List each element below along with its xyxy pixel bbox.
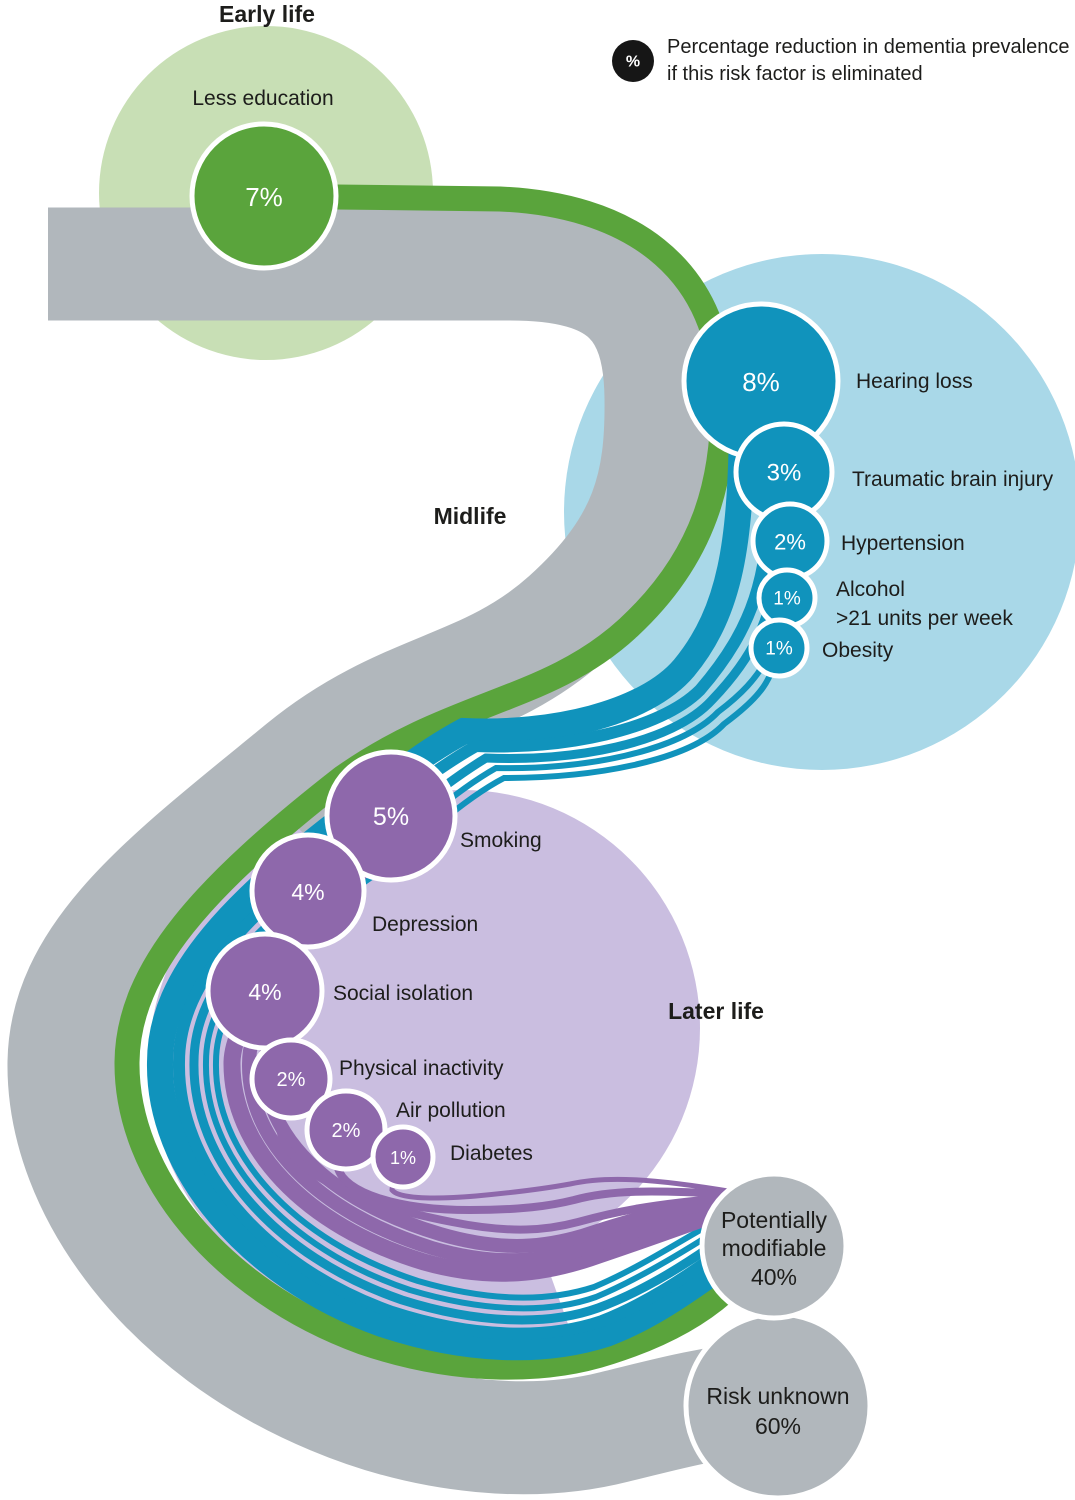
smoking-node (324, 749, 458, 883)
obesity-label: Obesity (822, 639, 894, 662)
stream-hearing-loss (146, 429, 755, 1361)
stage-label-midlife: Midlife (434, 503, 507, 529)
depression-label: Depression (372, 913, 478, 936)
percent-legend-symbol: % (626, 54, 640, 71)
alcohol-pct: 1% (773, 589, 801, 610)
diabetes-label: Diabetes (450, 1142, 533, 1165)
potentially-modifiable-pct: 40% (751, 1264, 797, 1290)
stage-label-later-life: Later life (668, 998, 764, 1024)
alcohol-label: Alcohol (836, 578, 905, 601)
smoking-pct: 5% (373, 803, 409, 831)
social-isolation-label: Social isolation (333, 982, 473, 1005)
physical-inactivity-node (249, 1037, 333, 1121)
diabetes-node (370, 1124, 436, 1190)
stream-main-gray (7, 207, 767, 1495)
air-pollution-pct: 2% (332, 1120, 361, 1142)
hypertension-pct: 2% (774, 530, 806, 555)
stream-diabetes (389, 1170, 735, 1201)
potentially-modifiable-node (699, 1171, 849, 1321)
traumatic-brain-injury-label: Traumatic brain injury (852, 468, 1054, 491)
legend-line1: Percentage reduction in dementia prevale… (667, 36, 1069, 58)
air-pollution-label: Air pollution (396, 1099, 506, 1122)
stream-physical-inactivity (275, 1091, 727, 1234)
hypertension-label: Hypertension (841, 532, 965, 555)
social-isolation-pct: 4% (248, 979, 281, 1005)
less-education-label: Less education (192, 87, 333, 110)
obesity-pct: 1% (765, 639, 793, 660)
percent-legend-icon (612, 40, 654, 82)
less-education-node (189, 121, 339, 271)
labels: Early life Midlife Later life Less educa… (192, 1, 1053, 1165)
diabetes-pct: 1% (390, 1148, 416, 1168)
depression-pct: 4% (291, 879, 324, 905)
hearing-loss-label: Hearing loss (856, 370, 973, 393)
legend-line2: if this risk factor is eliminated (667, 63, 923, 85)
alcohol-sublabel: >21 units per week (836, 607, 1013, 630)
obesity-node (748, 617, 810, 679)
traumatic-brain-injury-pct: 3% (767, 460, 802, 487)
less-education-pct: 7% (245, 182, 283, 212)
risk-factor-nodes: 7% 8% 3% 2% 1% 1% 5% 4% 4% 2% 2% 1% (189, 121, 841, 1190)
legend: % Percentage reduction in dementia preva… (612, 36, 1069, 85)
depression-node (249, 832, 367, 950)
risk-unknown-label: Risk unknown (706, 1383, 849, 1409)
potentially-modifiable-line2: modifiable (722, 1235, 827, 1261)
risk-unknown-pct: 60% (755, 1413, 801, 1439)
stage-label-early-life: Early life (219, 1, 315, 27)
potentially-modifiable-line1: Potentially (721, 1207, 828, 1233)
outcome-nodes: Potentially modifiable 40% Risk unknown … (683, 1171, 873, 1500)
hearing-loss-pct: 8% (742, 367, 780, 397)
smoking-label: Smoking (460, 829, 542, 852)
physical-inactivity-label: Physical inactivity (339, 1057, 504, 1080)
physical-inactivity-pct: 2% (277, 1069, 306, 1091)
